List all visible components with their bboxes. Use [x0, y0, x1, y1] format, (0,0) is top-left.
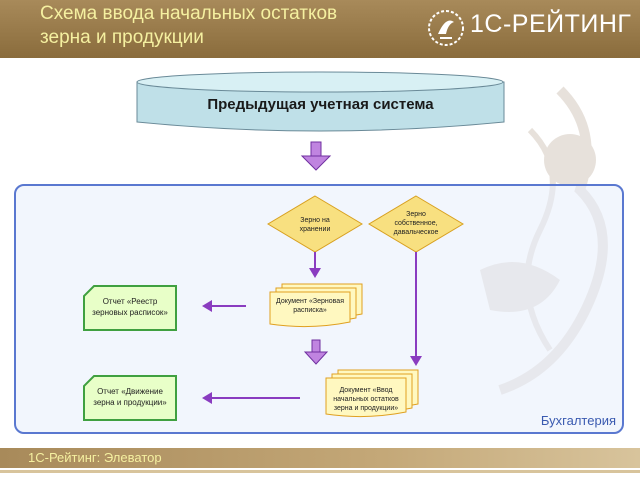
arrow-balances-to-movement [202, 392, 300, 404]
report-registry-shape [83, 285, 177, 331]
document-receipts-stack [269, 283, 363, 328]
arrow-own-to-balances [410, 252, 422, 366]
title-line-2: зерна и продукции [40, 27, 204, 48]
header-bar: Схема ввода начальных остатков зерна и п… [0, 0, 640, 58]
title-line-1: Схема ввода начальных остатков [40, 3, 338, 24]
decision-storage-label: Зерно на хранении [299, 217, 331, 233]
arrow-system-to-region [300, 141, 332, 171]
logo-text: 1С-РЕЙТИНГ [470, 10, 632, 38]
arrow-receipts-to-registry [202, 300, 246, 312]
report-movement-label: Отчет «Движение зерна и продукции» [93, 387, 167, 407]
footer-text: 1С-Рейтинг: Элеватор [28, 450, 162, 465]
report-registry-label: Отчет «Реестр зерновых расписок» [92, 297, 168, 317]
report-movement-shape [83, 375, 177, 421]
document-receipts-label: Документ «Зерновая расписка» [276, 298, 344, 314]
region-label: Бухгалтерия [540, 413, 616, 428]
1c-rating-emblem-icon [428, 10, 464, 46]
arrow-storage-to-receipt [309, 252, 321, 278]
page-title: Схема ввода начальных остатков зерна и п… [40, 2, 400, 50]
arrow-receipts-to-balances [303, 339, 329, 365]
document-balances-label: Документ «Ввод начальных остатков зерна … [333, 387, 399, 412]
decision-own-label: Зерно собственное, давальческое [393, 211, 439, 236]
source-system-label: Предыдущая учетная система [207, 96, 434, 113]
source-system-cylinder [136, 71, 505, 132]
document-balances-stack [325, 369, 419, 418]
footer-bar: 1С-Рейтинг: Элеватор [0, 448, 640, 468]
footer-divider [0, 470, 640, 473]
